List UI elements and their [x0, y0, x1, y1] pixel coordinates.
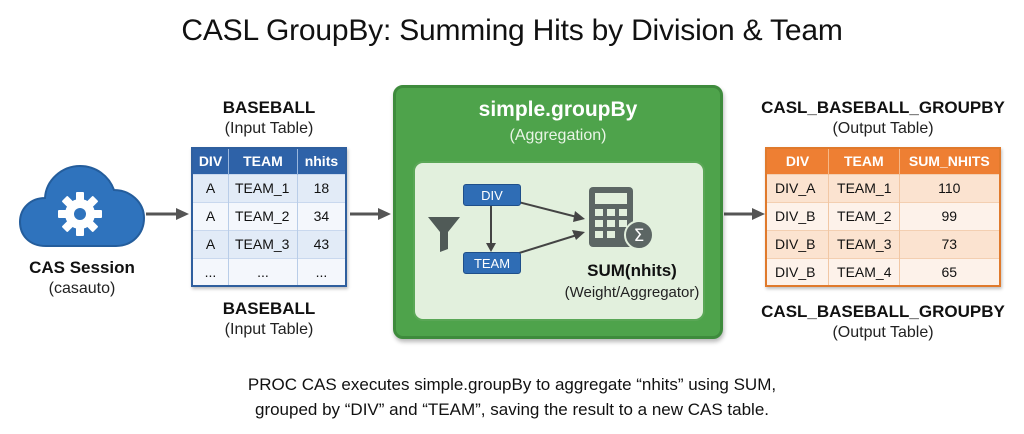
input-table-name: BASEBALL [222, 98, 316, 117]
cas-session-name: CAS Session [29, 258, 135, 277]
output-table-subtitle: (Output Table) [832, 120, 934, 137]
output-table-caption-bottom: CASL_BASEBALL_GROUPBY (Output Table) [745, 302, 1021, 342]
diagram-title: CASL GroupBy: Summing Hits by Division &… [181, 14, 843, 47]
table-cell: 99 [899, 201, 1001, 230]
table-cell: 43 [297, 229, 347, 258]
input-table-caption-top: BASEBALL (Input Table) [191, 98, 347, 138]
cloud-icon [18, 164, 146, 247]
table-row: DIV_B TEAM_2 99 [766, 201, 1001, 230]
table-cell: TEAM_2 [228, 201, 298, 230]
column-header: nhits [297, 148, 347, 174]
table-cell: DIV_A [766, 173, 830, 202]
column-header: DIV [192, 148, 229, 174]
table-cell: TEAM_4 [828, 257, 900, 286]
table-cell: 110 [899, 173, 1001, 202]
aggregation-panel: DIV TEAM Σ SUM(nhits) (Weight/Aggregator… [413, 161, 705, 321]
sum-role: (Weight/Aggregator) [564, 284, 700, 301]
table-header-row: DIV TEAM SUM_NHITS [766, 148, 1001, 174]
footer-line-1: PROC CAS executes simple.groupBy to aggr… [247, 375, 777, 394]
table-cell: TEAM_3 [228, 229, 298, 258]
aggregation-box: simple.groupBy (Aggregation) DIV TEAM [393, 85, 723, 339]
table-cell: A [192, 229, 229, 258]
sum-function: SUM(nhits) [587, 261, 677, 280]
table-cell: DIV_B [766, 257, 830, 286]
group-var-team: TEAM [463, 252, 521, 274]
table-cell: ... [228, 257, 298, 286]
table-cell: A [192, 201, 229, 230]
output-table-name: CASL_BASEBALL_GROUPBY [761, 98, 1005, 117]
input-table-caption-bottom: BASEBALL (Input Table) [191, 299, 347, 339]
aggregation-title: simple.groupBy [478, 98, 638, 121]
aggregation-subtitle: (Aggregation) [509, 127, 607, 144]
arrow-aggregation-to-output [724, 208, 765, 220]
column-header: DIV [766, 148, 830, 174]
cas-session-subtitle: (casauto) [48, 280, 116, 297]
table-cell: 18 [297, 173, 347, 202]
table-cell: A [192, 173, 229, 202]
table-cell: DIV_B [766, 201, 830, 230]
footer-line-2: grouped by “DIV” and “TEAM”, saving the … [254, 400, 770, 419]
table-cell: 65 [899, 257, 1001, 286]
table-cell: TEAM_1 [228, 173, 298, 202]
table-cell: TEAM_3 [828, 229, 900, 258]
table-cell: TEAM_1 [828, 173, 900, 202]
output-table-name-bottom: CASL_BASEBALL_GROUPBY [761, 302, 1005, 321]
table-row: A TEAM_2 34 [192, 201, 347, 230]
arrow-input-to-aggregation [350, 208, 391, 220]
svg-text:Σ: Σ [634, 226, 645, 246]
group-var-div: DIV [463, 184, 521, 206]
table-row: DIV_A TEAM_1 110 [766, 173, 1001, 202]
input-table: DIV TEAM nhits A TEAM_1 18 A TEAM_2 34 A… [191, 147, 347, 287]
output-table: DIV TEAM SUM_NHITS DIV_A TEAM_1 110 DIV_… [765, 147, 1001, 287]
sum-label: SUM(nhits) (Weight/Aggregator) [552, 261, 712, 301]
filter-icon [428, 217, 460, 252]
table-row: DIV_B TEAM_3 73 [766, 229, 1001, 258]
table-cell: ... [192, 257, 229, 286]
arrow-cas-to-input [146, 208, 189, 220]
table-cell: TEAM_2 [828, 201, 900, 230]
gear-icon [58, 192, 102, 236]
column-header: TEAM [828, 148, 900, 174]
table-cell: DIV_B [766, 229, 830, 258]
input-table-subtitle-bottom: (Input Table) [224, 321, 314, 338]
column-header: TEAM [228, 148, 298, 174]
sigma-icon: Σ [624, 220, 654, 250]
calculator-icon: Σ [589, 187, 654, 250]
table-cell: ... [297, 257, 347, 286]
table-header-row: DIV TEAM nhits [192, 148, 347, 174]
cas-session-label: CAS Session (casauto) [0, 258, 164, 298]
column-header: SUM_NHITS [899, 148, 1001, 174]
table-cell: 34 [297, 201, 347, 230]
table-row: A TEAM_1 18 [192, 173, 347, 202]
footer-description: PROC CAS executes simple.groupBy to aggr… [0, 372, 1024, 422]
table-cell: 73 [899, 229, 1001, 258]
input-table-subtitle: (Input Table) [224, 120, 314, 137]
table-row: A TEAM_3 43 [192, 229, 347, 258]
output-table-caption-top: CASL_BASEBALL_GROUPBY (Output Table) [745, 98, 1021, 138]
table-row: ... ... ... [192, 257, 347, 286]
output-table-subtitle-bottom: (Output Table) [832, 324, 934, 341]
table-row: DIV_B TEAM_4 65 [766, 257, 1001, 286]
input-table-name-bottom: BASEBALL [222, 299, 316, 318]
